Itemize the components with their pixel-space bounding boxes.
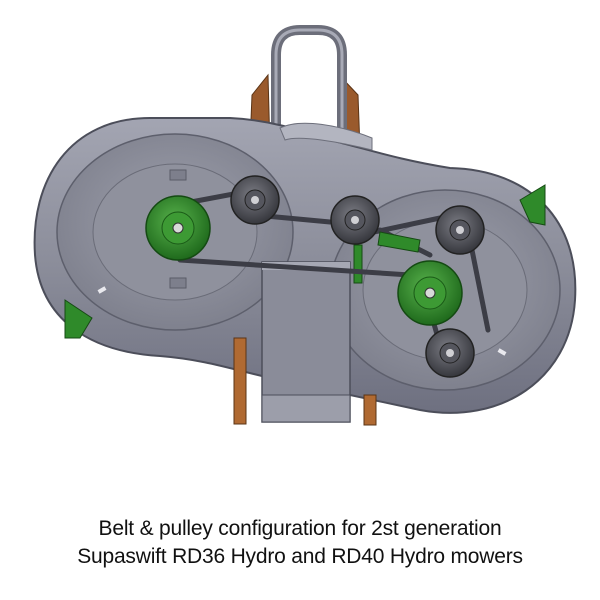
- right-spindle-pulley: [397, 260, 463, 326]
- caption-line-1: Belt & pulley configuration for 2st gene…: [98, 517, 502, 540]
- upper-right-idler: [435, 205, 485, 255]
- front-posts: [233, 337, 377, 426]
- lower-right-idler: [425, 328, 475, 378]
- deck-lift-handle: [271, 25, 347, 215]
- caption-line-2: Supaswift RD36 Hydro and RD40 Hydro mowe…: [77, 545, 523, 568]
- idler-arm: [377, 231, 421, 253]
- upper-left-idler: [230, 175, 280, 225]
- upper-center-idler: [330, 195, 380, 245]
- deck-illustration: [33, 25, 577, 426]
- side-mounts: [64, 184, 546, 339]
- caption: Belt & pulley configuration for 2st gene…: [0, 515, 600, 571]
- center-channel: [261, 261, 351, 423]
- left-spindle-pulley: [145, 195, 211, 261]
